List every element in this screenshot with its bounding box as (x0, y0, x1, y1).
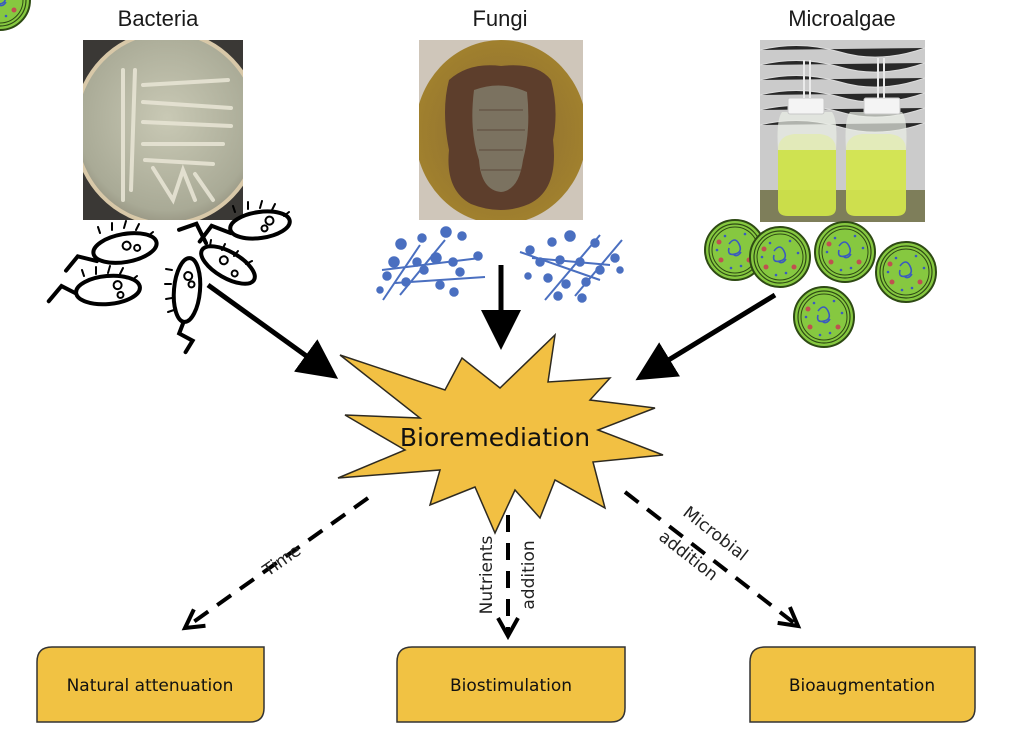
microalgae-arrow (635, 292, 777, 381)
bioaugmentation-box: Bioaugmentation (749, 646, 976, 723)
biostimulation-box: Biostimulation (396, 646, 626, 723)
microalgae-title: Microalgae (788, 6, 896, 31)
bacteria-arrow (206, 282, 339, 379)
fungi-title: Fungi (472, 6, 528, 31)
microbial-arrow (623, 490, 798, 626)
bacteria-cells-icon (46, 200, 292, 355)
fungi-petri-photo (419, 40, 583, 220)
bioremediation-starburst (337, 332, 664, 535)
nutrients-label-line2: addition (519, 540, 539, 609)
time-arrow (185, 496, 370, 628)
natural-attenuation-box: Natural attenuation (36, 646, 265, 723)
bacteria-title: Bacteria (117, 6, 199, 31)
fungal-hyphae-icon (376, 226, 624, 303)
nutrients-label-line1: Nutrients (477, 536, 497, 615)
microalgae-bottles-photo (760, 40, 925, 222)
microalgae-cells-icon (0, 0, 937, 348)
bioremediation-label: Bioremediation (400, 423, 590, 452)
bioaugmentation-label: Bioaugmentation (789, 676, 935, 696)
natural-attenuation-label: Natural attenuation (67, 676, 234, 696)
bacteria-petri-photo (83, 40, 243, 220)
biostimulation-label: Biostimulation (450, 676, 572, 696)
